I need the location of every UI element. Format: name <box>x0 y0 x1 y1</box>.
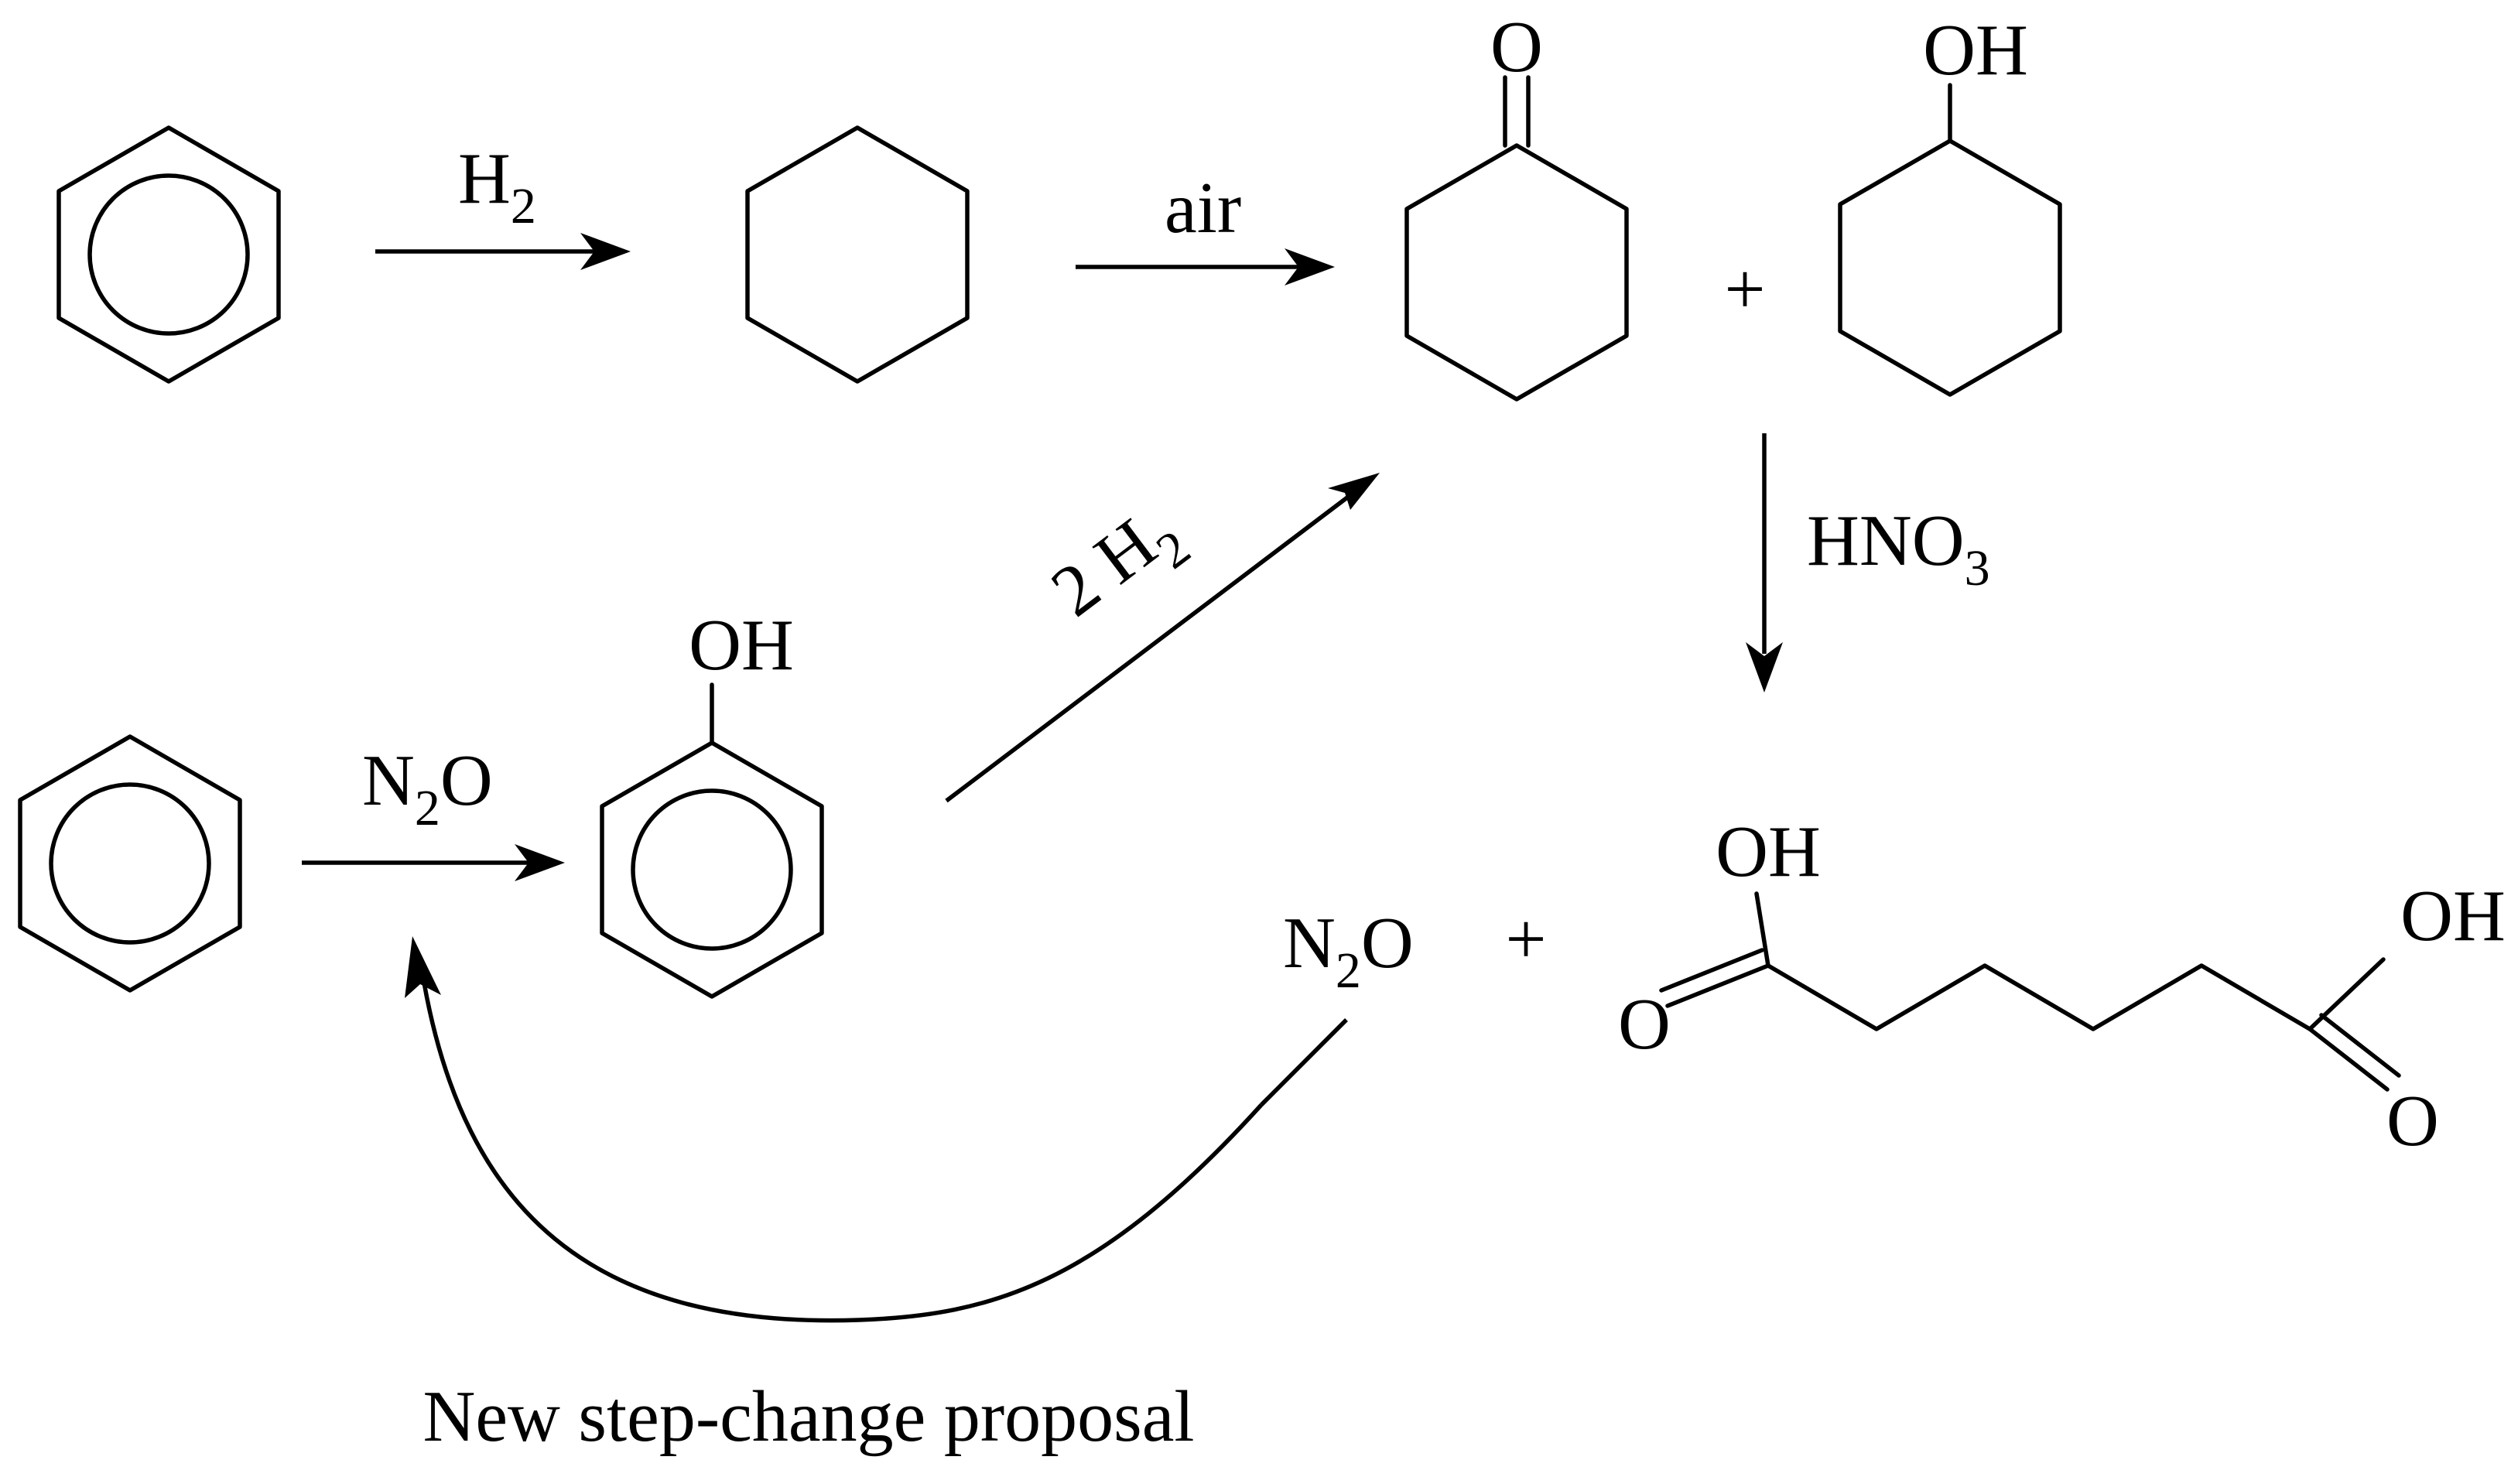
arrow-nitric-acid <box>1746 433 1783 692</box>
plus-sign-bottom: + <box>1505 899 1546 980</box>
arrow-hydrogenation <box>375 233 631 270</box>
acid-o-left-label: O <box>1618 984 1671 1065</box>
acid-o-right-label: O <box>2386 1081 2439 1161</box>
acid-oh-right-label: OH <box>2400 876 2506 956</box>
reagent-air-label: air <box>1165 168 1241 248</box>
byproduct-n2o-label: N2O <box>1283 903 1414 999</box>
reagent-2h2-label: 2 H2 <box>1037 488 1201 645</box>
acid-oh-left-label: OH <box>1716 812 1821 892</box>
arrow-n2o-oxidation <box>302 844 565 881</box>
cyclohexanol <box>1838 83 2062 397</box>
plus-sign-top: + <box>1724 249 1765 330</box>
caption-new-proposal: New step-change proposal <box>422 1376 1194 1457</box>
cyclohexanol-oh-label: OH <box>1923 10 2028 91</box>
arrow-phenol-hydrogenation <box>945 473 1380 803</box>
reagent-h2-label: H2 <box>458 138 536 234</box>
reagent-hno3-label: HNO3 <box>1807 501 1990 597</box>
arrow-n2o-recycle <box>405 936 1348 1323</box>
benzene-bottom <box>18 734 242 993</box>
cyclohexanone <box>1404 75 1629 402</box>
reagent-n2o-label: N2O <box>362 740 493 836</box>
cyclohexane <box>745 125 970 384</box>
adipic-acid <box>1659 891 2401 1092</box>
arrow-oxidation <box>1076 248 1335 286</box>
phenol <box>600 682 824 999</box>
phenol-oh-label: OH <box>689 605 794 686</box>
benzene-top <box>56 125 281 384</box>
ketone-oxygen-label: O <box>1490 7 1543 87</box>
